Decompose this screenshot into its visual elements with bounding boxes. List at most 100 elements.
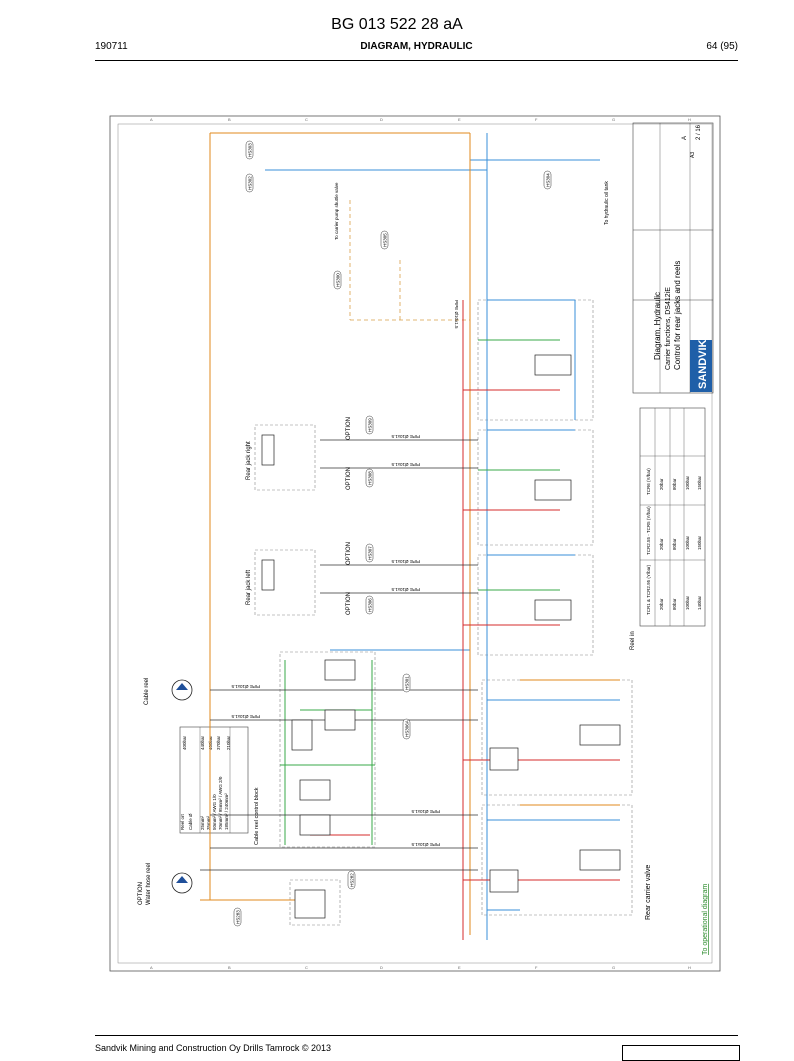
hs-tag-283: HS283 — [236, 910, 241, 924]
water-hose-reel-label: Water hose reel — [146, 863, 152, 905]
pt-val-0-2: 20bar — [659, 478, 664, 490]
title-block-line3: Control for rear jacks and reels — [673, 261, 682, 370]
pipe-label-6: PIPE Ø10x1.5 — [231, 684, 260, 689]
option-label-4: OPTION — [346, 592, 352, 615]
hs-tag-307: HS307 — [368, 546, 373, 560]
pt-val-3-2: 150bar — [697, 475, 702, 490]
hs-tag-282: HS282 — [350, 873, 355, 887]
page-number: 64 (95) — [706, 41, 738, 52]
title-block-line2: Carrier functions, DS412iE — [665, 287, 672, 370]
reel-press-4: 210bar — [226, 735, 231, 750]
tank-lines — [265, 133, 620, 940]
pt-header-2: TCR2.55 - TCR5 (Y/bar) — [646, 506, 651, 555]
pt-val-2-2: 100bar — [685, 475, 690, 490]
reel-motors — [171, 679, 193, 894]
reel-tbl-1: Cable Ø — [188, 813, 193, 830]
reel-tbl-3: 35mm² — [206, 815, 211, 830]
rear-jack-left-label: Rear jack left — [246, 570, 252, 605]
option-label-1: OPTION — [346, 417, 352, 440]
hs-tag-303: HS303 — [248, 143, 253, 157]
svg-text:A: A — [150, 117, 153, 122]
svg-text:H: H — [688, 965, 691, 970]
svg-text:E: E — [458, 965, 461, 970]
svg-text:D: D — [380, 965, 383, 970]
reel-motor-fills — [176, 683, 188, 883]
rear-carrier-valve-label: Rear carrier valve — [645, 865, 652, 920]
pipe-label-4: PIPE Ø10x1.5 — [391, 559, 420, 564]
svg-text:C: C — [305, 117, 308, 122]
svg-text:G: G — [612, 117, 615, 122]
pt-header-3: TCR6 (Y/bar) — [646, 468, 651, 495]
water-hose-option-label: OPTION — [138, 882, 144, 905]
pt-val-1-0: 80bar — [672, 598, 677, 610]
svg-text:B: B — [228, 117, 231, 122]
work-lines — [280, 339, 560, 845]
pt-val-3-1: 150bar — [697, 535, 702, 550]
footer-rule — [95, 1035, 738, 1036]
pipe-label-9: PIPE Ø10x1.5 — [411, 842, 440, 847]
footer-company: Sandvik Mining and Construction Oy Drill… — [95, 1043, 332, 1053]
reel-press-1: 440bar — [200, 735, 205, 750]
hs-tag-301: HS301 — [405, 676, 410, 690]
pump-dashed-line — [349, 200, 470, 321]
footer-logo — [622, 1045, 740, 1061]
pt-val-2-1: 100bar — [685, 535, 690, 550]
pipe-label-3: PIPE Ø10x1.5 — [391, 462, 420, 467]
title-block: SANDVIK Diagram, Hydraulic Carrier funct… — [632, 122, 714, 394]
title-block-sheet: 2 / 16 — [696, 124, 702, 140]
svg-text:E: E — [458, 117, 461, 122]
pt-val-0-1: 20bar — [659, 538, 664, 550]
pilot-lines — [200, 132, 620, 935]
svg-text:D: D — [380, 117, 383, 122]
hs-tag-306a: HS306A — [405, 720, 410, 737]
svg-text:F: F — [535, 117, 538, 122]
reel-tbl-5: 70mm² / 95mm² / AWG 2/0 — [218, 776, 223, 830]
sheet-frame — [109, 115, 721, 972]
reel-tbl-0: Reel ort — [180, 813, 185, 830]
document-code: 190711 — [95, 41, 128, 52]
reel-tbl-6: 185mm² / 240mm² — [224, 793, 229, 830]
pt-val-1-1: 80bar — [672, 538, 677, 550]
pipe-label-1: PIPE Ø10x1.5 — [454, 300, 459, 329]
rear-jack-right-label: Rear jack right — [246, 441, 252, 480]
title-block-size: A3 — [690, 152, 696, 158]
hs-tag-302: HS302 — [248, 176, 253, 190]
pt-val-0-0: 20bar — [659, 598, 664, 610]
pt-val-1-2: 80bar — [672, 478, 677, 490]
pump-label: To carrier pump shuttle valve — [334, 182, 339, 240]
svg-text:G: G — [612, 965, 615, 970]
reel-press-0: 400bar — [182, 735, 187, 750]
reel-press-3: 370bar — [216, 735, 221, 750]
pressure-lines — [310, 300, 620, 940]
title-block-brand: SANDVIK — [697, 339, 709, 389]
svg-text:F: F — [535, 965, 538, 970]
pipe-label-8: PIPE Ø10x1.5 — [411, 809, 440, 814]
pt-val-3-0: 140bar — [697, 595, 702, 610]
operational-diagram-link[interactable]: To operational diagram — [702, 884, 709, 955]
reel-in-label: Reel in — [630, 631, 636, 650]
reel-table: Reel ort Cable Ø 25mm² 35mm² 50mm² / AWG… — [179, 726, 249, 834]
svg-text:B: B — [228, 965, 231, 970]
hs-tag-305: HS305 — [383, 233, 388, 247]
grid-ticks: A B C D E F G H A B C D E F G H — [150, 117, 691, 970]
pressure-table: Reel in TCR1 & TCR2.95 (Y/bar) TCR2.55 -… — [630, 407, 706, 650]
hs-tag-308: HS308 — [368, 471, 373, 485]
hs-tag-304: HS304 — [546, 173, 551, 187]
svg-text:A: A — [150, 965, 153, 970]
hs-tag-300: HS300 — [336, 273, 341, 287]
reel-tbl-4: 50mm² / AWG 1/0 — [212, 794, 217, 830]
svg-text:H: H — [688, 117, 691, 122]
header-rule — [95, 60, 738, 61]
option-label-3: OPTION — [346, 542, 352, 565]
header-row: 190711 DIAGRAM, HYDRAULIC 64 (95) — [95, 41, 738, 55]
valve-symbols — [291, 354, 621, 919]
hs-tag-309: HS309 — [368, 418, 373, 432]
jack-cylinders — [261, 434, 275, 591]
section-title: DIAGRAM, HYDRAULIC — [360, 41, 473, 52]
hs-tag-306: HS306 — [368, 598, 373, 612]
tank-label: To hydraulic oil tank — [604, 181, 610, 225]
pipe-label-2: PIPE Ø10x1.5 — [391, 434, 420, 439]
document-title: BG 013 522 28 aA — [331, 16, 463, 33]
svg-text:C: C — [305, 965, 308, 970]
